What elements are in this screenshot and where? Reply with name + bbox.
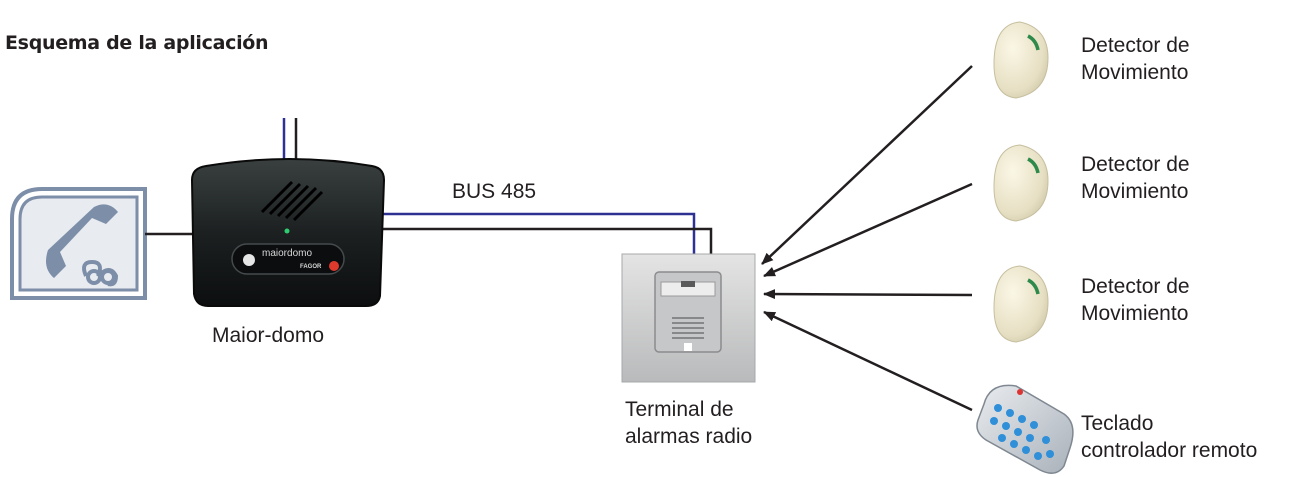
hub-label: Maior-domo — [212, 324, 325, 347]
terminal-device — [621, 253, 756, 383]
bus-label: BUS 485 — [452, 180, 537, 203]
detector-label-1-line1: Detector de — [1081, 34, 1190, 57]
hub-device: maiordomo FAGOR — [190, 158, 386, 307]
motion-detector-2 — [993, 144, 1049, 222]
arrow-detector-2 — [763, 182, 973, 278]
bus-line-black — [383, 227, 713, 254]
arrow-remote — [763, 310, 973, 412]
terminal-label-line1: Terminal de — [625, 398, 734, 421]
bus-line-blue — [383, 212, 696, 254]
arrow-detector-3 — [763, 289, 973, 300]
detector-label-3: Detector de Movimiento — [1081, 273, 1190, 327]
remote-keypad — [976, 384, 1074, 474]
terminal-label-line2: alarmas radio — [625, 425, 753, 448]
remote-label-line1: Teclado — [1081, 412, 1154, 435]
remote-label-line2: controlador remoto — [1081, 439, 1258, 462]
detector-label-3-line2: Movimiento — [1081, 302, 1189, 325]
phone-icon — [10, 187, 147, 300]
hub-brand-text: maiordomo — [262, 248, 312, 259]
motion-detector-1 — [993, 21, 1049, 99]
motion-detector-3 — [993, 265, 1049, 343]
detector-label-1: Detector de Movimiento — [1081, 32, 1190, 86]
detector-label-2-line1: Detector de — [1081, 153, 1190, 176]
detector-label-2-line2: Movimiento — [1081, 180, 1189, 203]
detector-label-2: Detector de Movimiento — [1081, 151, 1190, 205]
hub-maker-text: FAGOR — [300, 264, 322, 270]
terminal-label: Terminal de alarmas radio — [625, 396, 752, 450]
detector-label-1-line2: Movimiento — [1081, 61, 1189, 84]
remote-label: Teclado controlador remoto — [1081, 410, 1257, 464]
diagram-title: Esquema de la aplicación — [5, 32, 269, 54]
arrow-detector-1 — [761, 65, 973, 265]
detector-label-3-line1: Detector de — [1081, 275, 1190, 298]
